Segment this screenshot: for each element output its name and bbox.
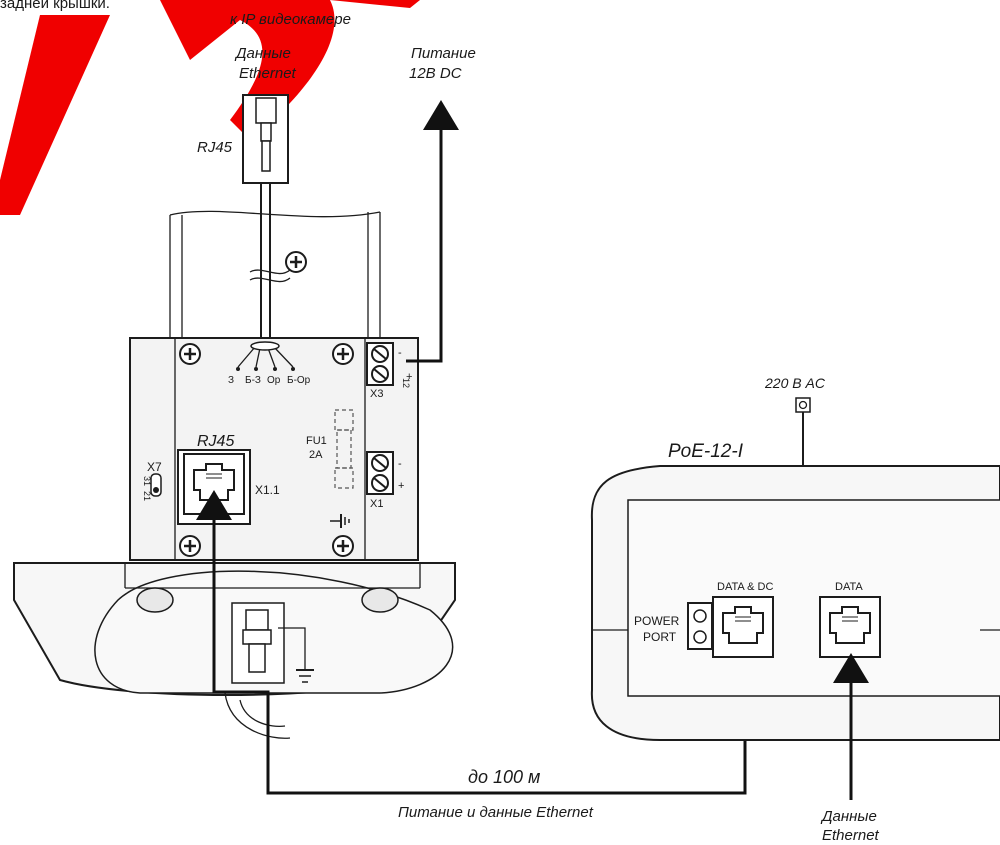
board-screw-icon xyxy=(331,342,355,366)
wire-color-3: Ор xyxy=(267,375,281,386)
poe-cable xyxy=(196,490,763,795)
eth-data-top-label-2: Ethernet xyxy=(239,65,297,82)
x1-1-label: X1.1 xyxy=(255,483,280,497)
power-label-2: 12В DC xyxy=(409,65,462,82)
x1-minus: - xyxy=(398,458,402,470)
mount-pipe xyxy=(169,210,381,340)
camera-base xyxy=(13,562,456,739)
x3-12-label: 12 xyxy=(401,378,411,388)
eth-data-bottom-label-1: Данные xyxy=(820,808,877,825)
eth-data-bottom-label-2: Ethernet xyxy=(822,827,880,844)
x7-pin-21: 21 xyxy=(142,491,152,501)
fu1-rating: 2A xyxy=(309,449,323,461)
rj45-plug xyxy=(242,94,289,184)
device-name: PoE-12-I xyxy=(668,441,744,462)
power-label-1: Питание xyxy=(411,45,476,62)
x3-terminal xyxy=(366,342,394,386)
x7-label: X7 xyxy=(147,460,162,474)
rj45-plug-label: RJ45 xyxy=(197,139,233,156)
rj45-board-label: RJ45 xyxy=(197,433,234,450)
ac-label: 220 В AC xyxy=(764,375,826,391)
fuse-fu1 xyxy=(334,409,354,489)
board-screw-icon xyxy=(331,534,355,558)
wire-color-1: З xyxy=(228,375,234,386)
power-and-data-label: Питание и данные Ethernet xyxy=(398,804,594,821)
watermark-shape xyxy=(0,0,420,215)
poe-injector xyxy=(590,397,1000,741)
header-fragment-text: задней крышки. xyxy=(0,0,110,12)
x3-label: X3 xyxy=(370,388,383,400)
x1-terminal xyxy=(366,451,394,495)
x1-label: X1 xyxy=(370,498,383,510)
board-screw-icon xyxy=(178,342,202,366)
x3-plus: + xyxy=(406,371,412,383)
wire-color-4: Б-Ор xyxy=(287,375,311,386)
pipe-screw-icon xyxy=(284,250,308,274)
distance-label: до 100 м xyxy=(468,767,540,787)
data-port-label: DATA xyxy=(835,581,863,593)
x3-minus: - xyxy=(398,347,402,359)
power-wire xyxy=(406,100,459,363)
to-camera-label: к IP видеокамере xyxy=(230,11,351,28)
power-port-label-1: POWER xyxy=(634,614,680,628)
x1-plus: + xyxy=(398,480,404,492)
x7-jumper xyxy=(150,473,162,497)
board-screw-icon xyxy=(178,534,202,558)
power-port-label-2: PORT xyxy=(643,630,677,644)
fu1-label: FU1 xyxy=(306,435,327,447)
x7-pin-31: 31 xyxy=(142,476,152,486)
data-dc-port-label: DATA & DC xyxy=(717,581,773,593)
wire-color-2: Б-З xyxy=(245,375,261,386)
eth-data-top-label-1: Данные xyxy=(234,45,291,62)
wire-fan xyxy=(236,341,295,371)
